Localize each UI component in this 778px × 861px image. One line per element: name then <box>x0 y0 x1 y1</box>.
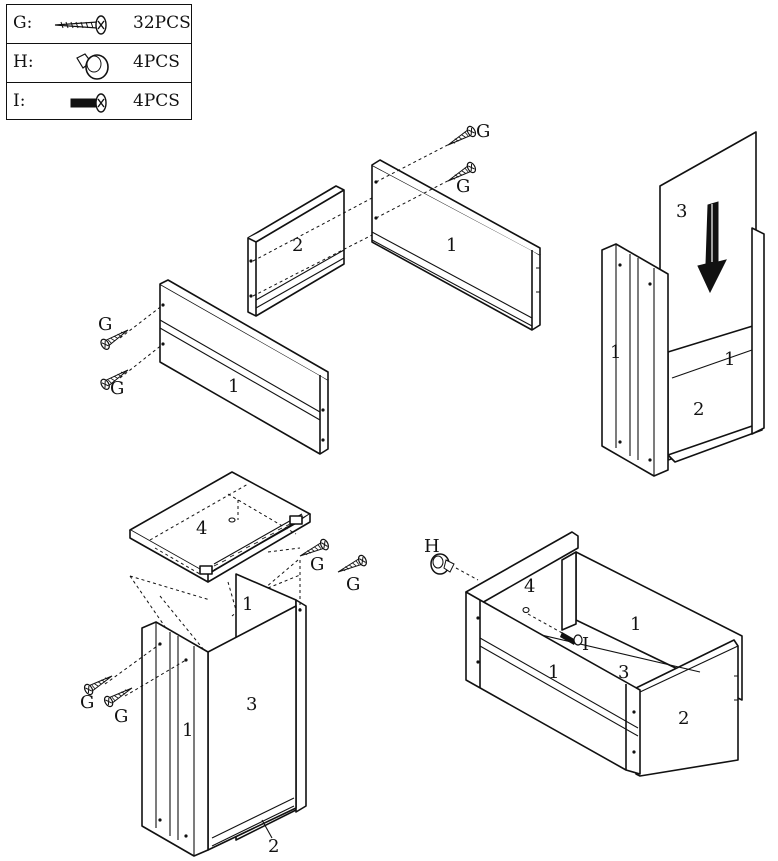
label-screw-g: G <box>456 176 470 197</box>
bolt-icon <box>70 93 107 113</box>
label-panel-1-front: 1 <box>228 376 239 397</box>
label-panel-4: 4 <box>524 576 535 597</box>
wood-screw-icon <box>54 15 107 35</box>
label-panel-3: 3 <box>618 662 629 683</box>
label-panel-3: 3 <box>676 201 687 222</box>
screw-g-top-1 <box>444 124 478 151</box>
panel-2: 2 <box>247 185 345 317</box>
screw-g-2 <box>102 682 136 709</box>
label-panel-1: 1 <box>242 594 253 615</box>
parts-row-g: G: 32PCS <box>7 5 191 42</box>
part-letter: H: <box>13 52 34 72</box>
label-panel-1: 1 <box>548 662 559 683</box>
label-panel-1: 1 <box>182 720 193 741</box>
panel-1-front-step4: 1 <box>465 591 641 775</box>
label-panel-1: 1 <box>630 614 641 635</box>
panel-2-floor-step2 <box>667 424 763 463</box>
label-panel-4: 4 <box>196 518 207 539</box>
step-1-exploded: 2 1 1 G G G <box>98 121 541 455</box>
label-screw-g: G <box>80 692 94 713</box>
panel-4-top: 4 <box>129 471 311 583</box>
part-letter: I: <box>13 91 26 111</box>
label-panel-1: 1 <box>610 342 621 363</box>
step-3-top-panel: 4 1 3 1 2 G G G <box>80 471 369 857</box>
label-panel-2: 2 <box>292 235 303 256</box>
label-panel-2: 2 <box>268 836 279 857</box>
label-knob-h: H <box>424 536 440 557</box>
part-letter: G: <box>13 13 33 33</box>
part-quantity: 4PCS <box>133 91 180 111</box>
panel-1-front: 1 <box>159 279 329 455</box>
label-screw-g: G <box>98 314 112 335</box>
label-screw-g: G <box>310 554 324 575</box>
panel-1-side-step2: 1 <box>601 243 669 477</box>
parts-row-i: I: 4PCS <box>7 82 191 119</box>
label-panel-1: 1 <box>724 349 735 370</box>
step-4-drawer: 2 3 1 4 1 H <box>424 531 743 777</box>
label-bolt-i: I <box>582 634 589 655</box>
part-quantity: 4PCS <box>133 52 180 72</box>
label-panel-1-back: 1 <box>446 235 457 256</box>
label-panel-2: 2 <box>693 399 704 420</box>
bolt-i-icon <box>522 606 583 646</box>
knob-icon <box>76 53 109 80</box>
carcass-step3: 1 3 1 2 <box>141 573 307 857</box>
label-screw-g: G <box>476 121 490 142</box>
parts-table: G: 32PCS H: 4PCS I: 4PCS <box>6 4 192 120</box>
knob-h-icon <box>430 553 455 575</box>
label-panel-2: 2 <box>678 708 689 729</box>
panel-1-back: 1 <box>371 159 541 331</box>
down-arrow-icon <box>697 201 727 294</box>
label-screw-g: G <box>110 378 124 399</box>
part-quantity: 32PCS <box>133 13 191 33</box>
label-screw-g: G <box>346 574 360 595</box>
label-screw-g: G <box>114 706 128 727</box>
label-panel-3: 3 <box>246 694 257 715</box>
parts-row-h: H: 4PCS <box>7 43 191 80</box>
step-2-slide-panel: 1 2 3 1 <box>601 131 765 477</box>
